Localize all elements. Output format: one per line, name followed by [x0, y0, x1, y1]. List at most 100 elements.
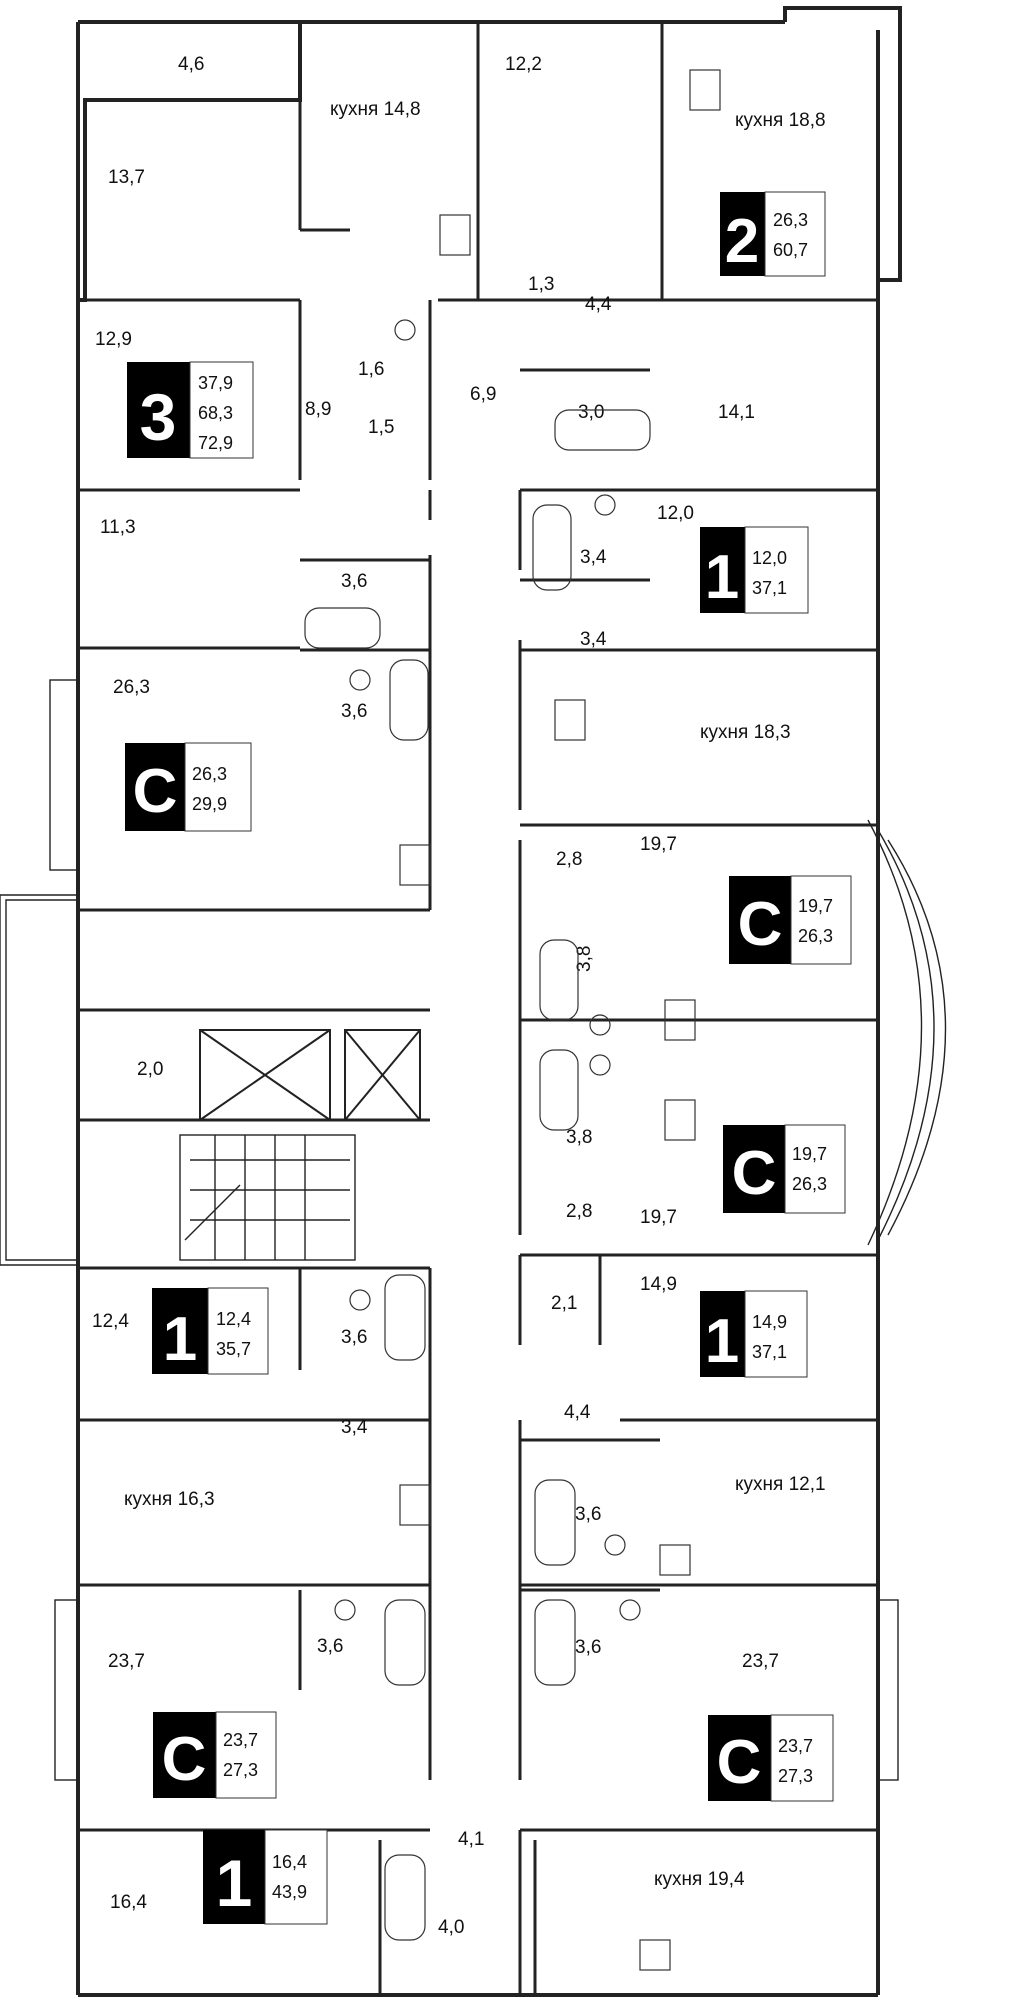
bathtub-icon [532, 504, 572, 591]
apartment-badge: 1 16,4 43,9 [203, 1829, 328, 1925]
outer-walls [0, 6, 947, 1997]
interior-walls [78, 22, 878, 1995]
room-area-label: кухня 18,3 [700, 722, 791, 743]
apartment-area: 12,4 [216, 1309, 251, 1329]
bathtub-icon [554, 409, 651, 451]
apartment-badge: 1 12,4 35,7 [152, 1287, 269, 1375]
apartment-type: С [133, 757, 178, 826]
apartment-area: 14,9 [752, 1312, 787, 1332]
bathtub-icon [539, 939, 579, 1021]
apartment-area: 68,3 [198, 403, 233, 423]
apartment-area: 23,7 [778, 1736, 813, 1756]
room-area-label: 19,7 [640, 1207, 677, 1228]
apartment-area: 37,1 [752, 578, 787, 598]
apartment-type: 1 [163, 1305, 197, 1374]
stove-icon [639, 1939, 671, 1971]
apartment-area: 19,7 [798, 896, 833, 916]
room-area-label: 3,6 [575, 1637, 601, 1658]
toilet-icon [589, 1054, 611, 1076]
room-area-label: 23,7 [108, 1651, 145, 1672]
stove-icon [399, 844, 431, 886]
stove-icon [439, 214, 471, 256]
room-area-label: 3,4 [341, 1417, 368, 1438]
room-area-label: 2,8 [566, 1201, 592, 1222]
room-area-label: 4,4 [585, 294, 612, 315]
room-area-label: кухня 18,8 [735, 110, 826, 131]
room-area-label: 3,0 [578, 402, 604, 423]
room-area-label: 12,0 [657, 503, 694, 524]
apartment-area: 43,9 [272, 1882, 307, 1902]
room-labels: 4,6 кухня 14,8 12,2 кухня 18,8 13,7 1,3 … [92, 54, 826, 1938]
apartment-type: С [738, 890, 783, 959]
room-area-label: 3,4 [580, 629, 607, 650]
room-area-label: 3,6 [575, 1504, 601, 1525]
room-area-label: 3,6 [341, 1327, 367, 1348]
room-area-label: 8,9 [305, 399, 331, 420]
room-area-label: 12,4 [92, 1311, 129, 1332]
toilet-icon [594, 494, 616, 516]
apartment-badge: С 26,3 29,9 [125, 742, 252, 832]
apartment-area: 37,1 [752, 1342, 787, 1362]
apartment-badge: 1 12,0 37,1 [700, 526, 809, 614]
apartment-area: 27,3 [778, 1766, 813, 1786]
room-area-label: 2,0 [137, 1059, 163, 1080]
room-area-label: 14,1 [718, 402, 755, 423]
apartment-area: 26,3 [798, 926, 833, 946]
room-area-label: 11,3 [100, 517, 136, 538]
apartment-badge: 2 26,3 60,7 [720, 191, 826, 277]
room-area-label: 1,5 [368, 417, 394, 438]
room-area-label: 26,3 [113, 677, 150, 698]
room-area-label: 3,8 [574, 946, 595, 972]
room-area-label: 19,7 [640, 834, 677, 855]
apartment-area: 29,9 [192, 794, 227, 814]
room-area-label: 2,1 [551, 1293, 577, 1314]
room-area-label: 4,6 [178, 54, 204, 75]
room-area-label: 4,4 [564, 1402, 591, 1423]
stove-icon [664, 999, 696, 1041]
toilet-icon [394, 319, 416, 341]
apartment-badge: С 23,7 27,3 [153, 1711, 277, 1799]
apartment-type: С [732, 1139, 777, 1208]
toilet-icon [334, 1599, 356, 1621]
bathtub-icon [384, 1854, 426, 1941]
toilet-icon [349, 669, 371, 691]
apartment-badge: 3 37,9 68,3 72,9 [127, 361, 254, 459]
stove-icon [554, 699, 586, 741]
apartment-area: 37,9 [198, 373, 233, 393]
apartment-area: 26,3 [773, 210, 808, 230]
apartment-type: 1 [216, 1846, 253, 1920]
room-area-label: 6,9 [470, 384, 496, 405]
bathtub-icon [534, 1599, 576, 1686]
apartment-area: 19,7 [792, 1144, 827, 1164]
apartment-type: 1 [705, 543, 739, 612]
stove-icon [659, 1544, 691, 1576]
toilet-icon [604, 1534, 626, 1556]
apartment-area: 35,7 [216, 1339, 251, 1359]
room-area-label: 23,7 [742, 1651, 779, 1672]
apartment-badge: 1 14,9 37,1 [700, 1290, 808, 1378]
stove-icon [689, 69, 721, 111]
apartment-area: 72,9 [198, 433, 233, 453]
apartment-type: 1 [705, 1307, 739, 1376]
room-area-label: 3,4 [580, 547, 607, 568]
apartment-badge: С 19,7 26,3 [729, 875, 852, 965]
bathtub-icon [389, 659, 429, 741]
fixtures [304, 69, 721, 1971]
apartment-area: 12,0 [752, 548, 787, 568]
bathtub-icon [384, 1599, 426, 1686]
room-area-label: кухня 14,8 [330, 99, 421, 120]
apartment-area: 60,7 [773, 240, 808, 260]
apartment-badge: С 19,7 26,3 [723, 1124, 846, 1214]
apartment-badge: С 23,7 27,3 [708, 1714, 834, 1802]
toilet-icon [589, 1014, 611, 1036]
staircase [179, 1134, 356, 1261]
room-area-label: 4,0 [438, 1917, 464, 1938]
bathtub-icon [304, 607, 381, 649]
room-area-label: кухня 12,1 [735, 1474, 826, 1495]
room-area-label: 1,6 [358, 359, 384, 380]
apartment-type: 2 [725, 207, 759, 276]
room-area-label: 3,8 [566, 1127, 592, 1148]
room-area-label: 1,3 [528, 274, 554, 295]
apartment-area: 26,3 [192, 764, 227, 784]
